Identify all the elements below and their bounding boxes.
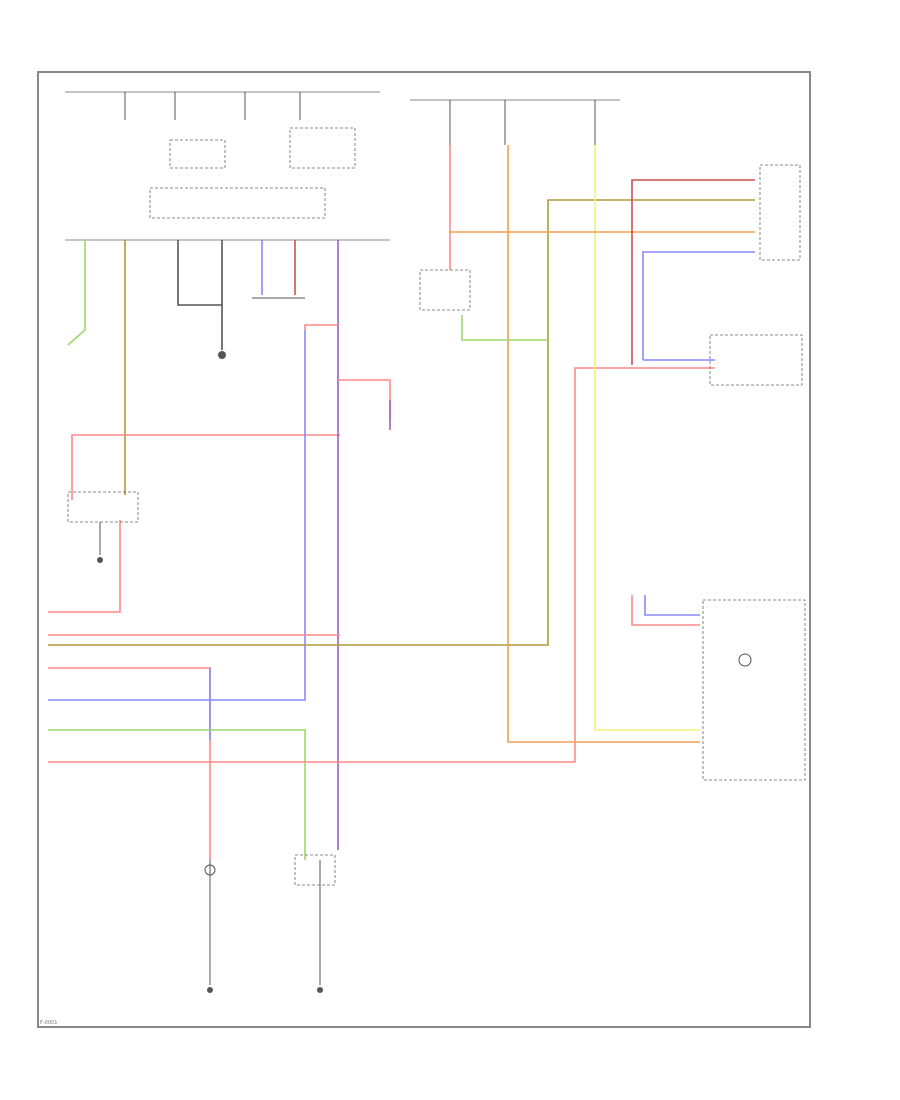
indicator-lamp-icon [738, 653, 752, 667]
lamp-right [294, 854, 336, 993]
ground-icon [97, 557, 103, 563]
fuse-ticks-left [124, 92, 596, 145]
relay-box-2 [289, 127, 356, 169]
harness-line-2 [48, 199, 755, 646]
green-wire-right [461, 315, 548, 341]
ground-icon [218, 351, 226, 359]
red-wire-branch [338, 379, 391, 420]
red-jumper [304, 324, 338, 330]
orange-wire-vertical [507, 145, 700, 743]
yellow-wire-vertical [594, 145, 700, 731]
red-wire-meter [631, 595, 700, 626]
combination-meter [702, 599, 806, 781]
harness-line-4 [48, 729, 306, 860]
relay-box-1 [169, 139, 226, 169]
control-unit-right [709, 334, 803, 386]
junction-block [149, 187, 326, 219]
red-wire-switch-out [48, 520, 121, 613]
dark-red-wire [631, 179, 755, 365]
blue-wire-right [642, 251, 755, 360]
switch-component-right [759, 164, 801, 261]
blue-wire-vertical [48, 330, 306, 701]
ground-loop-wire [177, 240, 223, 306]
switch-box-left [67, 491, 139, 523]
green-wire-left [67, 240, 86, 346]
lamp-left [204, 860, 216, 993]
blue-wire-meter [644, 595, 700, 616]
harness-line-3 [48, 667, 211, 860]
harness-line-5 [48, 367, 715, 763]
footer-label: F-0001 [40, 1020, 57, 1026]
red-wire-loop [71, 434, 340, 500]
switch-box-center [419, 269, 471, 311]
diagram-frame [37, 71, 811, 1028]
